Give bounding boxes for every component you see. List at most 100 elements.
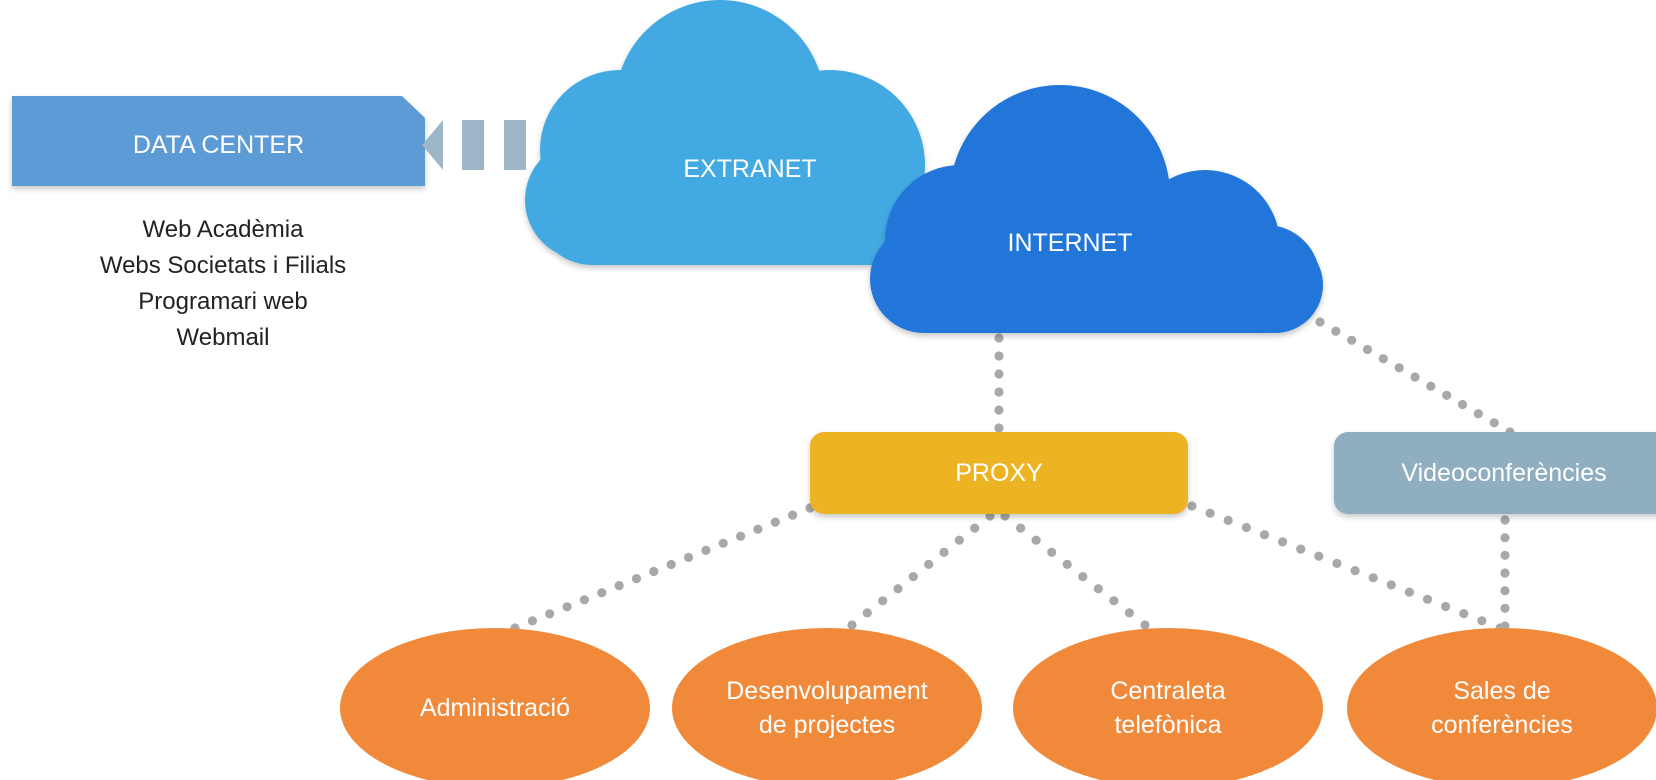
connector-dot: [770, 517, 780, 527]
connector-dot: [1187, 501, 1197, 511]
connector-dot: [1457, 399, 1468, 410]
connector-dot: [1296, 544, 1306, 554]
endpoint-label-centraleta: Centraleta telefònica: [1110, 674, 1225, 742]
connector-dot: [1347, 335, 1357, 345]
service-item: Webs Societats i Filials: [99, 252, 347, 279]
endpoint-desenvolupament: [672, 628, 982, 780]
connector-dot: [970, 523, 980, 533]
connector-dot: [994, 351, 1004, 361]
connector-dot: [1259, 530, 1270, 540]
connector-dot: [1489, 418, 1499, 428]
connector-dot: [649, 566, 659, 577]
connector-dot: [1473, 409, 1483, 419]
proxy-label: PROXY: [955, 459, 1043, 487]
connector-dot: [1315, 317, 1325, 327]
connector-dot: [1109, 596, 1119, 606]
connector-dot: [1394, 363, 1404, 373]
connector-dot: [718, 538, 728, 548]
connector-dot: [527, 616, 538, 626]
connector-internet-video: [1315, 317, 1515, 437]
connector-proxy-sales: [1187, 501, 1505, 633]
connector-dot: [1278, 537, 1288, 547]
connector-dot: [614, 581, 624, 591]
connector-dot: [1241, 522, 1251, 533]
connector-proxy-centraleta: [1000, 511, 1150, 630]
connector-dot: [631, 574, 642, 584]
videoconference-box: [1334, 432, 1656, 514]
connector-dot: [1368, 573, 1378, 583]
connector-dot: [1500, 586, 1510, 596]
service-item: Webmail: [176, 324, 270, 351]
endpoint-label-line: de projectes: [758, 711, 896, 739]
endpoint-label-administracio: Administració: [420, 691, 570, 725]
connector-dot: [1500, 568, 1510, 578]
datacenter-label: DATA CENTER: [132, 131, 305, 159]
connector-dot: [994, 387, 1004, 397]
connector-dot: [545, 609, 555, 619]
connector-dot: [994, 405, 1004, 415]
connector-dot: [939, 547, 949, 557]
endpoint-label-line: Sales de: [1453, 677, 1551, 705]
connector-dot: [1314, 551, 1324, 561]
connector-internet-proxy: [994, 333, 1004, 433]
connector-dot: [847, 620, 857, 630]
connector-dot: [1332, 558, 1342, 569]
connector-dot: [1350, 566, 1360, 576]
connector-proxy-administracio: [510, 503, 815, 633]
connector-dot: [1047, 547, 1057, 557]
connector-dot: [878, 596, 888, 606]
connector-dot: [666, 559, 676, 570]
endpoint-label-line: Administració: [419, 694, 571, 722]
connector-dot: [683, 552, 694, 563]
connector-dot: [1078, 572, 1088, 582]
internet-cloud: [870, 85, 1323, 333]
videoconference-label: Videoconferències: [1401, 459, 1607, 487]
connector-dot: [1386, 580, 1396, 590]
connector-dot: [562, 602, 572, 612]
datacenter-services: Web Acadèmia Webs Societats i Filials Pr…: [78, 212, 368, 356]
connector-dot: [579, 595, 590, 605]
connector-dot: [1331, 326, 1341, 336]
connector-dot: [736, 531, 746, 541]
connector-dot: [1441, 601, 1451, 612]
connector-dot: [753, 524, 763, 534]
connector-dot: [1378, 354, 1388, 364]
endpoint-centraleta: [1013, 628, 1323, 780]
connector-dot: [1223, 515, 1233, 526]
connector-dot: [1500, 533, 1510, 543]
connector-dot: [1016, 523, 1026, 533]
endpoint-label-line: Centraleta: [1110, 677, 1226, 705]
connector-dot: [862, 608, 872, 618]
connector-dot: [1140, 620, 1150, 630]
service-item: Programari web: [138, 288, 308, 315]
endpoint-administracio: [340, 628, 650, 780]
connector-dot: [1500, 515, 1510, 525]
endpoint-label-sales: Sales de conferències: [1431, 674, 1573, 742]
endpoint-label-line: conferències: [1431, 711, 1573, 739]
connector-dot: [1426, 381, 1436, 391]
connector-video-sales: [1500, 515, 1510, 631]
endpoint-label-desenvolupament: Desenvolupament de projectes: [726, 674, 928, 742]
connector-dot: [1477, 616, 1487, 626]
connector-dot: [994, 423, 1004, 433]
connector-dot: [924, 559, 934, 570]
connector-dot: [1124, 608, 1134, 618]
connector-dot: [1031, 535, 1041, 545]
connector-dot: [954, 535, 964, 545]
connector-dot: [701, 545, 711, 556]
connector-dot: [1093, 584, 1103, 594]
service-item: Web Acadèmia: [142, 216, 304, 243]
proxy-box: [810, 432, 1188, 514]
connector-dot: [597, 588, 607, 598]
connector-dot: [994, 369, 1004, 379]
connector-dot: [1500, 603, 1510, 613]
connector-dot: [1422, 594, 1433, 604]
connector-dot: [1442, 390, 1452, 400]
connector-dot: [1362, 344, 1373, 355]
connector-dot: [1205, 508, 1215, 518]
connector-dot: [994, 333, 1004, 343]
connector-dot: [1500, 550, 1510, 560]
connector-dot: [1459, 609, 1469, 619]
